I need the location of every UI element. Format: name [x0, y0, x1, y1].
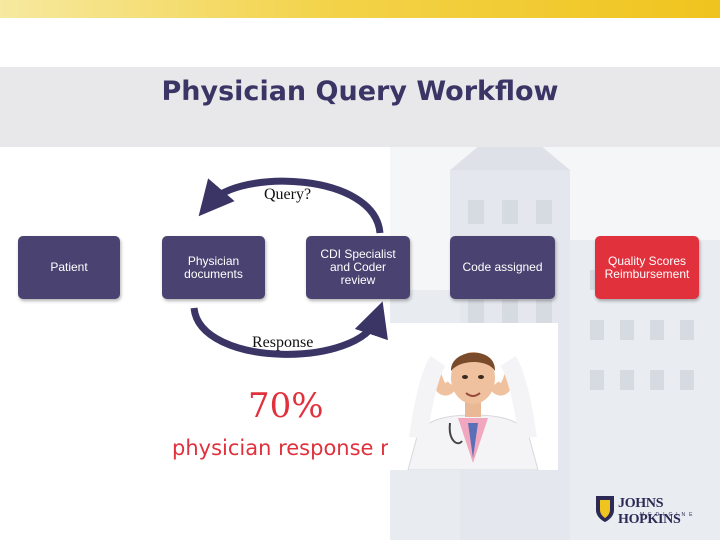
patient-label: Patient [50, 260, 88, 274]
cdi-review-box: CDI Specialist and Coder review [306, 236, 410, 299]
cdi-review-label: CDI Specialist and Coder review [320, 247, 396, 287]
physician-documents-box: Physician documents [162, 236, 265, 299]
johns-hopkins-logo [596, 496, 614, 522]
quality-scores-box: Quality Scores Reimbursement [595, 236, 699, 299]
slide-title: Physician Query Workflow [161, 76, 559, 107]
physician-documents-label: Physician documents [184, 253, 243, 281]
logo-subtitle: MEDICINE [640, 512, 697, 518]
response-rate-value: 70% [248, 386, 324, 426]
code-assigned-box: Code assigned [450, 236, 555, 299]
stressed-doctor-photo [388, 323, 558, 470]
response-arrow [190, 301, 388, 358]
query-label: Query? [264, 186, 312, 203]
quality-scores-label: Quality Scores Reimbursement [604, 253, 690, 281]
response-rate-label: physician response rate [172, 436, 423, 460]
patient-box: Patient [18, 236, 120, 299]
code-assigned-label: Code assigned [462, 260, 543, 274]
title-band [0, 67, 720, 147]
top-accent-bar [0, 0, 720, 18]
query-response-loop [190, 177, 388, 358]
logo-wordmark: JOHNS HOPKINS [618, 496, 681, 527]
query-arrow [198, 177, 384, 234]
response-label: Response [252, 334, 314, 351]
